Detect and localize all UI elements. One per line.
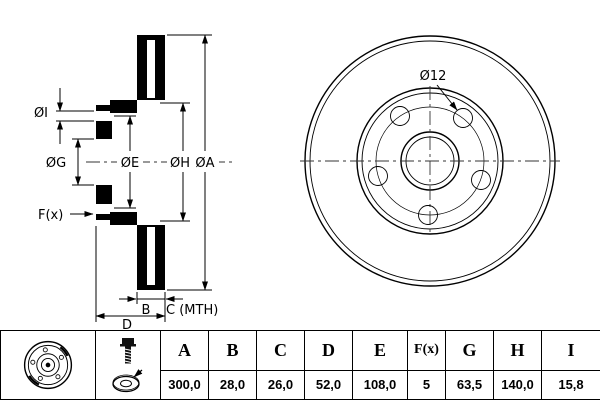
value-d: 52,0	[304, 369, 353, 400]
col-header-e: E	[352, 330, 408, 371]
dim-label-dia-e: ØE	[121, 156, 139, 171]
value-b: 28,0	[208, 369, 257, 400]
bolt-icon	[120, 337, 136, 363]
bolt-hole-diameter-label: Ø12	[420, 69, 447, 84]
value-g: 63,5	[445, 369, 494, 400]
col-header-g: G	[445, 330, 494, 371]
disc-section-solid	[96, 35, 165, 290]
dim-label-dia-g: ØG	[46, 156, 66, 171]
col-header-i: I	[541, 330, 600, 371]
dim-label-c-mth: C (MTH)	[166, 303, 218, 318]
col-header-h: H	[493, 330, 542, 371]
col-header-a: A	[160, 330, 209, 371]
value-i: 15,8	[541, 369, 600, 400]
value-a: 300,0	[160, 369, 209, 400]
dim-label-d: D	[122, 318, 132, 330]
col-header-f: F(x)	[407, 330, 446, 371]
brake-disc-angled-icon	[112, 368, 143, 392]
bolt-holes	[368, 106, 491, 225]
fitting-icons-cell	[95, 330, 161, 400]
col-header-b: B	[208, 330, 257, 371]
dim-label-b: B	[142, 303, 151, 318]
value-e: 108,0	[352, 369, 408, 400]
col-header-c: C	[256, 330, 305, 371]
dim-label-f-x: F(x)	[38, 208, 63, 223]
dim-label-dia-i: ØI	[34, 106, 48, 121]
value-h: 140,0	[493, 369, 542, 400]
front-view: Ø12	[300, 35, 560, 287]
dimension-table: A B C D E F(x) G H I 300,0 28,0 26,0 52,…	[0, 330, 600, 400]
section-dimension-lines	[56, 34, 212, 322]
label-backgrounds	[117, 151, 219, 172]
cross-section-view: ØA ØH ØE ØG ØI F(x) B C (MTH) D	[34, 34, 232, 330]
value-c: 26,0	[256, 369, 305, 400]
dim-label-dia-h: ØH	[170, 156, 190, 171]
highlighted-bolt-hole	[453, 108, 473, 128]
disc-icon-cell	[0, 330, 96, 400]
technical-drawing: ØA ØH ØE ØG ØI F(x) B C (MTH) D	[34, 34, 560, 330]
brake-disc-icon	[23, 340, 73, 390]
value-f: 5	[407, 369, 446, 400]
col-header-d: D	[304, 330, 353, 371]
dim-label-dia-a: ØA	[195, 156, 214, 171]
